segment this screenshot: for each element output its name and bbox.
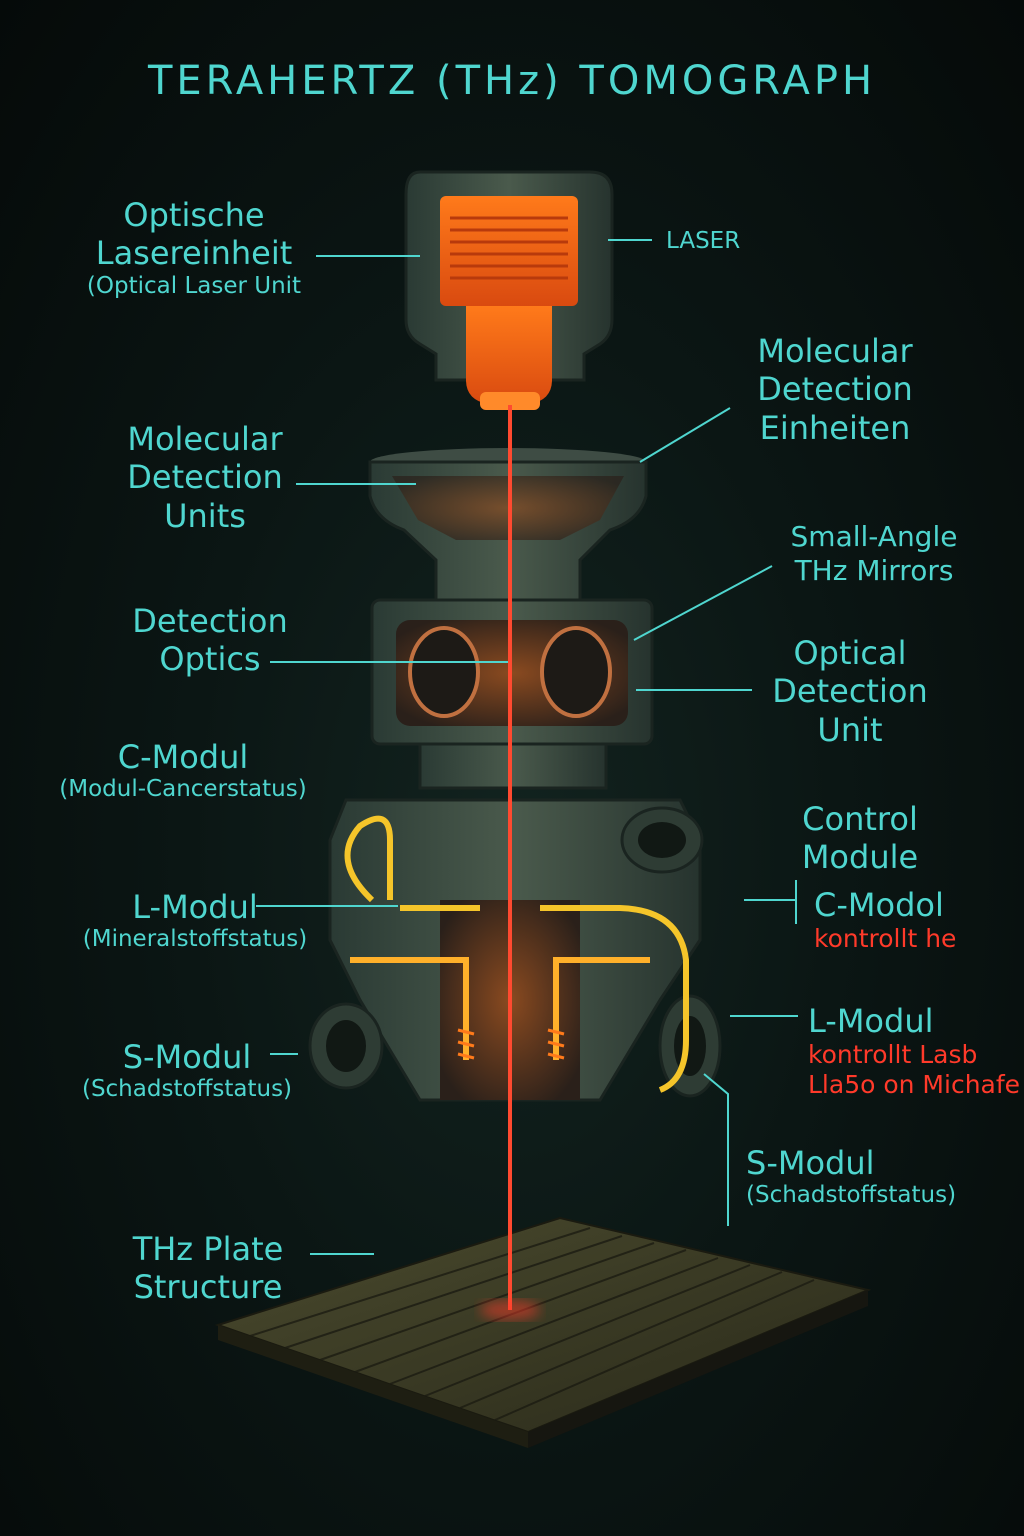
laser-beam bbox=[480, 405, 540, 1320]
label-detection-optics: Detection Optics bbox=[132, 602, 288, 679]
label-molecular-detection-units: Molecular Detection Units bbox=[127, 420, 283, 535]
label-optische-lasereinheit: Optische Lasereinheit (Optical Laser Uni… bbox=[86, 196, 302, 299]
label-c-modol: C-Modol kontrollt he bbox=[814, 886, 957, 954]
thz-plate bbox=[214, 1216, 872, 1448]
label-control-module: Control Module bbox=[801, 800, 919, 877]
leader-lines bbox=[256, 239, 798, 1255]
label-l-modul-right: L-Modul kontrollt Lasb Lla5o on Michafe bbox=[808, 1002, 1021, 1100]
label-c-modul: C-Modul (Modul-Cancerstatus) bbox=[59, 738, 307, 803]
label-l-modul-left: L-Modul (Mineralstoffstatus) bbox=[82, 888, 308, 953]
label-molecular-detection-einheiten: Molecular Detection Einheiten bbox=[757, 332, 913, 447]
leader-mol-einheiten bbox=[639, 407, 731, 463]
label-small-angle-thz-mirrors: Small-Angle THz Mirrors bbox=[790, 520, 958, 587]
label-laser: LASER bbox=[666, 228, 741, 254]
page-title: TERAHERTZ (THz) TOMOGRAPH bbox=[147, 58, 877, 104]
label-thz-plate-structure: THz Plate Structure bbox=[132, 1230, 284, 1307]
leader-s-modul-right bbox=[703, 1073, 729, 1226]
label-s-modul-left: S-Modul (Schadstoffstatus) bbox=[81, 1038, 293, 1103]
laser-head bbox=[404, 170, 614, 410]
label-s-modul-right: S-Modul (Schadstoffstatus) bbox=[746, 1144, 957, 1209]
label-optical-detection-unit: Optical Detection Unit bbox=[772, 634, 928, 749]
leader-small-angle bbox=[633, 565, 773, 641]
